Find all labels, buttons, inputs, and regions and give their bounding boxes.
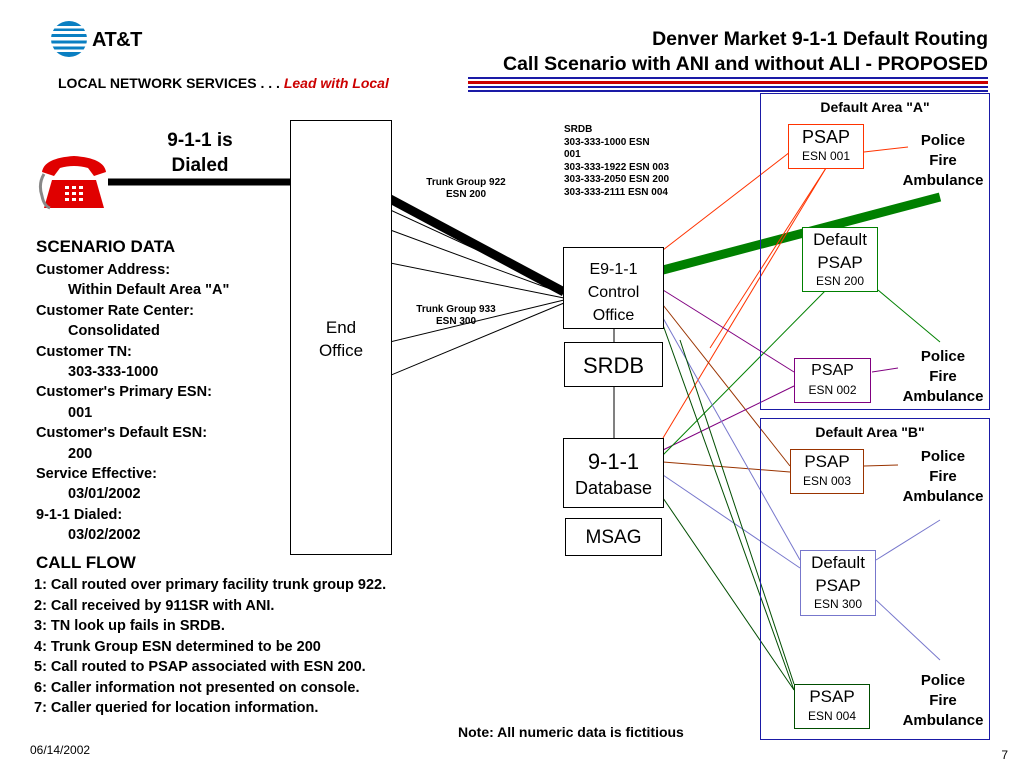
esn200-db-line — [662, 289, 827, 456]
effective-value: 03/01/2002 — [68, 486, 141, 503]
globe-icon — [51, 21, 87, 57]
psap-esn-001: PSAP ESN 001 — [788, 124, 864, 169]
esn300-db-line — [662, 474, 801, 569]
esn004-line — [662, 324, 795, 691]
srdb-data-line: 001 — [564, 149, 581, 160]
esn001-db-line — [662, 167, 827, 439]
srdb-data-line: SRDB — [564, 124, 593, 135]
responders-a1: Police Fire Ambulance — [902, 132, 984, 189]
srdb-data-line: 303-333-1000 ESN — [564, 136, 650, 148]
subtitle: LOCAL NETWORK SERVICES . . . Lead with L… — [58, 75, 389, 91]
end-office-line2: Office — [318, 341, 364, 360]
responders-a2: Police Fire Ambulance — [902, 348, 984, 405]
address-value: Within Default Area "A" — [68, 282, 230, 299]
psap200-responders-line — [877, 289, 941, 343]
tn-label: Customer TN: — [36, 343, 132, 360]
call-flow-step: 7: Caller queried for location informati… — [34, 700, 319, 716]
responders-b1: Police Fire Ambulance — [902, 448, 984, 505]
control-office-box: E9-1-1 Control Office — [563, 247, 664, 329]
responders-b2: Police Fire Ambulance — [902, 672, 984, 729]
address-label: Customer Address: — [36, 262, 171, 278]
srdb-data-list: SRDB 303-333-1000 ESN 001 303-333-1922 E… — [564, 124, 699, 199]
end-office-line1: End — [325, 318, 357, 337]
tn-value: 303-333-1000 — [68, 364, 159, 381]
call-flow-list: 1: Call routed over primary facility tru… — [34, 575, 386, 719]
footer-date: 06/14/2002 — [30, 743, 91, 757]
call-flow-heading: CALL FLOW — [36, 553, 136, 572]
psap-esn-004: PSAP ESN 004 — [794, 684, 870, 729]
default-esn-value: 200 — [68, 445, 93, 462]
dialed-line2: Dialed — [171, 155, 229, 176]
database-box: 9-1-1 Database — [563, 438, 664, 508]
psap003-responders-line — [863, 464, 899, 467]
call-flow-step: 3: TN look up fails in SRDB. — [34, 618, 225, 634]
default-psap-esn-300: Default PSAP ESN 300 — [800, 550, 876, 616]
subtitle-accent: Lead with Local — [283, 75, 389, 91]
call-flow-step: 6: Caller information not presented on c… — [34, 679, 360, 696]
psap002-responders-line — [871, 367, 899, 373]
area-a-label: Default Area "A" — [820, 99, 930, 115]
effective-label: Service Effective: — [36, 466, 157, 483]
psap300-responders-line — [875, 519, 941, 561]
esn001-cross-line — [709, 167, 827, 349]
scenario-heading: SCENARIO DATA — [36, 237, 176, 256]
scenario-data-list: Customer Address: Within Default Area "A… — [36, 260, 229, 546]
call-flow-step: 2: Call received by 911SR with ANI. — [34, 597, 275, 614]
srdb-data-line: 303-333-2050 ESN 200 — [564, 174, 670, 185]
page-title-line2: Call Scenario with ANI and without ALI -… — [502, 53, 988, 75]
end-office-box: End Office — [290, 120, 392, 555]
psap-esn-003: PSAP ESN 003 — [790, 449, 864, 494]
esn004-db-line — [662, 497, 795, 691]
dialed-line1: 9-1-1 is — [167, 130, 233, 151]
area-b-label: Default Area "B" — [815, 424, 925, 440]
psap-esn-002: PSAP ESN 002 — [794, 358, 871, 403]
call-flow-step: 5: Call routed to PSAP associated with E… — [34, 659, 366, 675]
srdb-data-line: 303-333-2111 ESN 004 — [564, 186, 668, 198]
esn003-db-line — [662, 461, 791, 473]
primary-esn-value: 001 — [68, 404, 93, 421]
esn004-cross-line — [679, 339, 795, 685]
header-stripes — [468, 77, 988, 92]
dialed-value: 03/02/2002 — [68, 527, 141, 544]
esn003-line — [662, 304, 791, 467]
telephone-icon — [38, 150, 110, 212]
fictitious-note: Note: All numeric data is fictitious — [458, 724, 684, 740]
dialed-label-2: 9-1-1 Dialed: — [36, 506, 123, 523]
trunk-933-label: Trunk Group 933 ESN 300 — [416, 304, 496, 327]
esn002-db-line — [662, 385, 795, 451]
logo-text: AT&T — [92, 29, 142, 51]
esn002-line — [662, 289, 795, 373]
default-esn-label: Customer's Default ESN: — [36, 425, 208, 442]
subtitle-prefix: LOCAL NETWORK SERVICES . . . — [58, 75, 280, 91]
primary-esn-label: Customer's Primary ESN: — [36, 384, 212, 401]
esn001-line — [662, 151, 791, 251]
msag-box: MSAG — [565, 518, 662, 556]
default-area-b — [760, 418, 990, 740]
rate-center-label: Customer Rate Center: — [36, 302, 194, 319]
call-flow-step: 1: Call routed over primary facility tru… — [34, 577, 387, 593]
att-logo: AT&T — [50, 20, 150, 60]
psap001-responders-line — [863, 146, 909, 153]
psap300-responders-line-2 — [875, 599, 941, 661]
page-number: 7 — [1001, 748, 1008, 762]
page-title-line1: Denver Market 9-1-1 Default Routing — [652, 28, 988, 50]
call-flow-step: 4: Trunk Group ESN determined to be 200 — [34, 638, 321, 655]
dialed-label: 9-1-1 is Dialed — [140, 128, 260, 178]
srdb-box: SRDB — [564, 342, 663, 387]
trunk-922-label: Trunk Group 922 ESN 200 — [426, 177, 506, 200]
srdb-data-line: 303-333-1922 ESN 003 — [564, 161, 670, 173]
default-route-line — [661, 192, 942, 275]
rate-center-value: Consolidated — [68, 323, 160, 340]
default-area-a — [760, 93, 990, 410]
default-psap-esn-200: Default PSAP ESN 200 — [802, 227, 878, 292]
